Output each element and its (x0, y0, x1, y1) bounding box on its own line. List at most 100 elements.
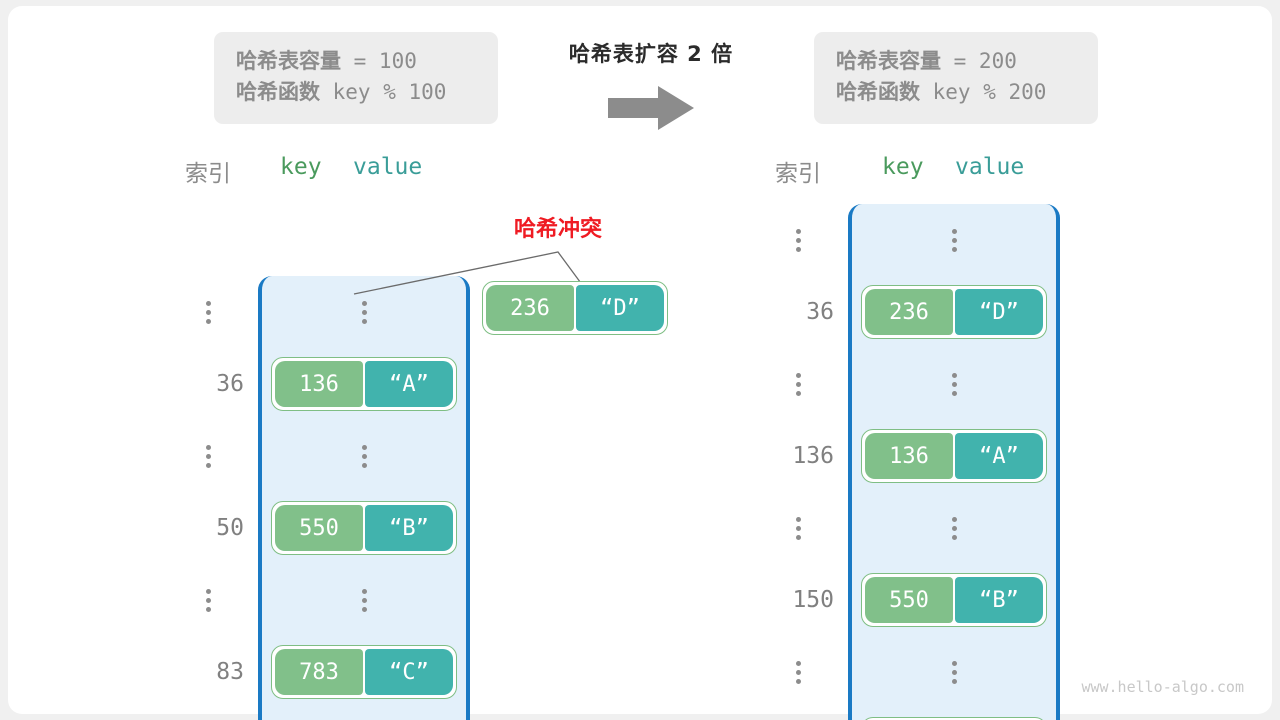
left-key-header: key (280, 154, 322, 180)
left-index-ellipsis (205, 300, 211, 324)
page-card: 哈希表容量 = 100 哈希函数 key % 100 哈希表扩容 2 倍 哈希表… (8, 6, 1272, 720)
left-index-cell: 83 (172, 636, 244, 708)
left-index-cell: 36 (172, 348, 244, 420)
pair-value: “B” (365, 505, 453, 551)
left-index-cell (172, 708, 244, 720)
capacity-value-after: = 200 (941, 49, 1017, 73)
right-key-header: key (882, 154, 924, 180)
pair-card: 136“A” (861, 429, 1047, 483)
pair-card: 550“B” (861, 573, 1047, 627)
right-bucket-cell: 236“D” (852, 276, 1056, 348)
capacity-line-after: 哈希表容量 = 200 (836, 46, 1076, 77)
collision-pair-card: 236 “D” (482, 281, 668, 335)
collision-leader-lines (353, 251, 587, 295)
hash-config-after: 哈希表容量 = 200 哈希函数 key % 200 (814, 32, 1098, 124)
right-index-ellipsis (795, 228, 801, 252)
capacity-line-before: 哈希表容量 = 100 (236, 46, 476, 77)
right-index-ellipsis (795, 372, 801, 396)
function-label-before: 哈希函数 (236, 80, 320, 104)
left-bucket-cell (262, 708, 466, 720)
pair-key: 236 (486, 285, 574, 331)
right-index-ellipsis (795, 516, 801, 540)
watermark: www.hello-algo.com (1081, 678, 1244, 696)
left-bucket-cell (262, 564, 466, 636)
right-arrow-icon (608, 86, 694, 130)
collision-label: 哈希冲突 (513, 217, 602, 242)
pair-card: 136“A” (271, 357, 457, 411)
left-index-label: 36 (216, 371, 244, 397)
function-label-after: 哈希函数 (836, 80, 920, 104)
right-bucket-ellipsis (951, 228, 957, 252)
pair-key: 236 (865, 289, 953, 335)
left-bucket-ellipsis (361, 444, 367, 468)
pair-value: “A” (365, 361, 453, 407)
right-index-header: 索引 (775, 161, 821, 187)
right-value-header: value (955, 154, 1025, 180)
left-index-cell (172, 276, 244, 348)
right-bucket-ellipsis (951, 516, 957, 540)
right-bucket-column: 236“D”136“A”550“B”783“C” (848, 204, 1060, 720)
expand-title: 哈希表扩容 2 倍 (568, 42, 734, 66)
left-bucket-cell: 783“C” (262, 636, 466, 708)
right-bucket-cell: 136“A” (852, 420, 1056, 492)
right-bucket-cell (852, 348, 1056, 420)
hash-config-before: 哈希表容量 = 100 哈希函数 key % 100 (214, 32, 498, 124)
function-line-before: 哈希函数 key % 100 (236, 77, 476, 108)
right-bucket-cell (852, 636, 1056, 708)
function-value-after: key % 200 (920, 80, 1047, 104)
right-index-column: 36 136 150 183 (762, 204, 834, 720)
pair-card: 783“C” (271, 645, 457, 699)
pair-value: “D” (955, 289, 1043, 335)
right-index-label: 150 (792, 587, 834, 613)
right-index-cell (762, 636, 834, 708)
capacity-label-before: 哈希表容量 (236, 49, 341, 73)
pair-key: 550 (275, 505, 363, 551)
left-bucket-cell (262, 420, 466, 492)
pair-value: “B” (955, 577, 1043, 623)
right-index-label: 136 (792, 443, 834, 469)
right-bucket-cell (852, 204, 1056, 276)
left-bucket-cell (262, 276, 466, 348)
right-bucket-ellipsis (951, 372, 957, 396)
left-index-cell (172, 420, 244, 492)
right-bucket-cell: 550“B” (852, 564, 1056, 636)
left-index-label: 83 (216, 659, 244, 685)
pair-key: 136 (275, 361, 363, 407)
left-index-column: 36 50 83 (172, 276, 244, 720)
function-value-before: key % 100 (320, 80, 447, 104)
pair-card: 236“D” (861, 285, 1047, 339)
right-index-label: 36 (806, 299, 834, 325)
pair-key: 550 (865, 577, 953, 623)
capacity-label-after: 哈希表容量 (836, 49, 941, 73)
left-value-header: value (353, 154, 423, 180)
right-index-cell: 183 (762, 708, 834, 720)
right-bucket-ellipsis (951, 660, 957, 684)
pair-card: 236 “D” (482, 281, 668, 335)
right-index-ellipsis (795, 660, 801, 684)
right-index-cell: 36 (762, 276, 834, 348)
left-bucket-cell: 136“A” (262, 348, 466, 420)
left-bucket-cell: 550“B” (262, 492, 466, 564)
right-index-cell (762, 204, 834, 276)
pair-card: 550“B” (271, 501, 457, 555)
right-index-cell (762, 348, 834, 420)
right-bucket-cell (852, 492, 1056, 564)
left-bucket-ellipsis (361, 588, 367, 612)
left-bucket-ellipsis (361, 300, 367, 324)
right-index-cell: 136 (762, 420, 834, 492)
left-index-cell (172, 564, 244, 636)
pair-key: 136 (865, 433, 953, 479)
pair-key: 783 (275, 649, 363, 695)
left-index-label: 50 (216, 515, 244, 541)
pair-value: “D” (576, 285, 664, 331)
left-index-ellipsis (205, 444, 211, 468)
function-line-after: 哈希函数 key % 200 (836, 77, 1076, 108)
pair-value: “A” (955, 433, 1043, 479)
left-index-ellipsis (205, 588, 211, 612)
left-index-cell: 50 (172, 492, 244, 564)
left-bucket-column: 136“A” 550“B” 783“C” (258, 276, 470, 720)
left-index-header: 索引 (185, 161, 231, 187)
right-index-cell: 150 (762, 564, 834, 636)
capacity-value-before: = 100 (341, 49, 417, 73)
